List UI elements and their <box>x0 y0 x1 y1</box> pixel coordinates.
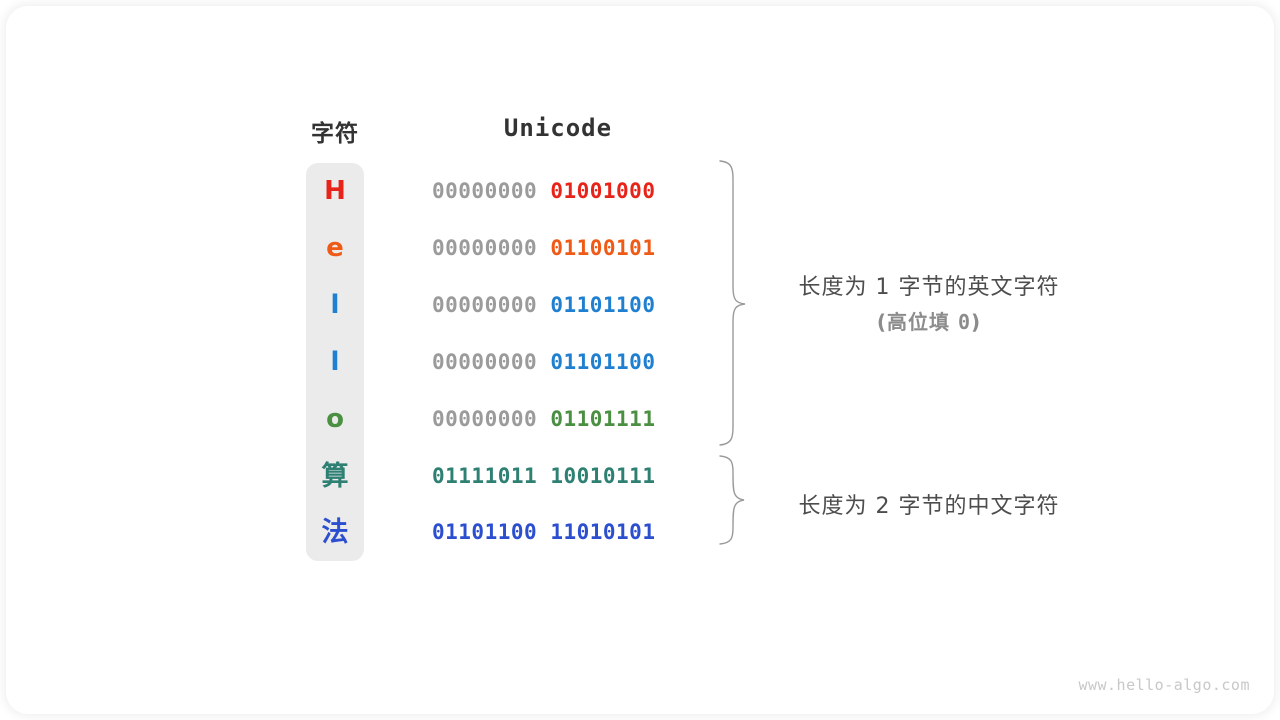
high-byte: 00000000 <box>432 349 538 374</box>
high-byte: 00000000 <box>432 292 538 317</box>
group-braces <box>719 160 746 545</box>
annotation-padding-prefix: (高位填 <box>876 310 958 334</box>
character-cell: 法 <box>321 517 349 549</box>
high-byte: 00000000 <box>432 235 538 260</box>
unicode-bits-cell: 00000000 01101100 <box>432 334 684 391</box>
high-byte: 01111011 <box>432 463 538 488</box>
high-byte: 01101100 <box>432 520 538 545</box>
low-byte: 01101111 <box>550 406 656 431</box>
unicode-bits-cell: 01101100 11010101 <box>432 504 684 561</box>
high-byte: 00000000 <box>432 406 538 431</box>
column-header-unicode: Unicode <box>503 114 613 142</box>
watermark: www.hello-algo.com <box>1078 676 1250 694</box>
unicode-bits-cell: 01111011 10010111 <box>432 448 684 505</box>
unicode-bits-cell: 00000000 01001000 <box>432 163 684 220</box>
character-cell: e <box>326 232 344 263</box>
character-column-background <box>306 163 364 561</box>
unicode-bits-cell: 00000000 01101111 <box>432 391 684 448</box>
annotation-english-padding: (高位填 0) <box>784 306 1074 335</box>
unicode-bits-cell: 00000000 01101100 <box>432 277 684 334</box>
annotation-padding-zero: 0 <box>957 310 971 334</box>
character-cell: H <box>324 176 346 206</box>
annotation-chinese-length: 长度为 2 字节的中文字符 <box>798 494 1060 519</box>
low-byte: 01101100 <box>550 349 656 374</box>
column-header-character: 字符 <box>311 121 359 147</box>
low-byte: 01100101 <box>550 235 656 260</box>
unicode-bits-cell: 00000000 01100101 <box>432 220 684 277</box>
low-byte: 01001000 <box>550 179 656 203</box>
low-byte: 10010111 <box>550 463 656 488</box>
character-cell: l <box>330 289 340 320</box>
character-cell: o <box>326 403 344 434</box>
high-byte: 00000000 <box>432 179 538 203</box>
brace-ascii-group <box>719 160 746 446</box>
low-byte: 11010101 <box>550 520 656 545</box>
brace-cjk-group <box>719 455 745 545</box>
diagram-card <box>6 6 1274 714</box>
annotation-padding-suffix: ) <box>971 310 982 334</box>
annotation-english-length: 长度为 1 字节的英文字符 <box>798 275 1060 300</box>
low-byte: 01101100 <box>550 292 656 317</box>
character-cell: 算 <box>321 460 349 492</box>
character-cell: l <box>330 346 340 377</box>
